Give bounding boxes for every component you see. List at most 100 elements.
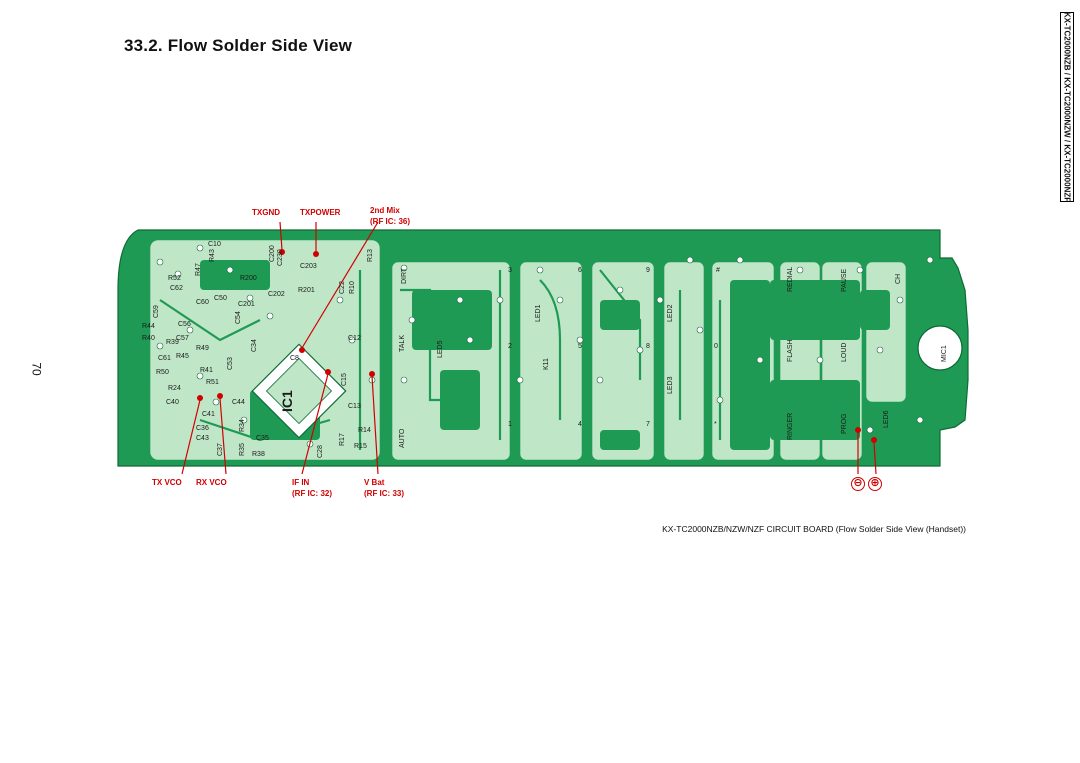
ref-c57: C57 bbox=[176, 335, 189, 342]
label-2nd-mix: 2nd Mix bbox=[370, 206, 400, 215]
ref-c59: C59 bbox=[153, 305, 160, 318]
ref-c62: C62 bbox=[170, 285, 183, 292]
ref-c15: C15 bbox=[341, 373, 348, 386]
ref-r45: R45 bbox=[176, 353, 189, 360]
ref-r201: R201 bbox=[298, 287, 315, 294]
ic1-label: IC1 bbox=[279, 390, 295, 412]
ref-c60: C60 bbox=[196, 299, 209, 306]
key-9: 9 bbox=[646, 267, 650, 274]
ref-r47: R47 bbox=[195, 263, 202, 276]
key-3: 3 bbox=[508, 267, 512, 274]
label-led5: LED5 bbox=[437, 340, 444, 358]
label-led3: LED3 bbox=[667, 376, 674, 394]
label-ringer: RINGER bbox=[787, 413, 794, 440]
ref-c40: C40 bbox=[166, 399, 179, 406]
label-led2: LED2 bbox=[667, 304, 674, 322]
label-pause: PAUSE bbox=[841, 268, 848, 292]
ref-c28: C28 bbox=[317, 445, 324, 458]
label-tx-vco: TX VCO bbox=[152, 478, 182, 487]
ref-c37: C37 bbox=[217, 443, 224, 456]
key-4: 4 bbox=[578, 421, 582, 428]
ref-c8: C8 bbox=[290, 355, 299, 362]
ref-r13: R13 bbox=[367, 249, 374, 262]
ref-c34: C34 bbox=[251, 339, 258, 352]
label-txpower: TXPOWER bbox=[300, 208, 341, 217]
label-mic1: MIC1 bbox=[941, 345, 948, 362]
ref-c41: C41 bbox=[202, 411, 215, 418]
ref-c35: C35 bbox=[256, 435, 269, 442]
ref-c201: C201 bbox=[238, 301, 255, 308]
key-1: 1 bbox=[508, 421, 512, 428]
ref-r51: R51 bbox=[206, 379, 219, 386]
ref-r41: R41 bbox=[200, 367, 213, 374]
label-if-in: IF IN bbox=[292, 478, 310, 487]
plus-terminal-icon: ⊕ bbox=[868, 477, 882, 491]
minus-terminal-icon: ⊖ bbox=[851, 477, 865, 491]
ref-c203: C203 bbox=[300, 263, 317, 270]
ref-c230: C230 bbox=[277, 249, 284, 266]
ref-c50: C50 bbox=[214, 295, 227, 302]
figure-caption: KX-TC2000NZB/NZW/NZF CIRCUIT BOARD (Flow… bbox=[662, 524, 966, 534]
ref-c53: C53 bbox=[227, 357, 234, 370]
ref-c202: C202 bbox=[268, 291, 285, 298]
ref-r52: R52 bbox=[168, 275, 181, 282]
label-v-bat: V Bat bbox=[364, 478, 385, 487]
ref-c54: C54 bbox=[235, 311, 242, 324]
ref-c56: C56 bbox=[178, 321, 191, 328]
ref-r38: R38 bbox=[252, 451, 265, 458]
ref-r40: R40 bbox=[142, 335, 155, 342]
label-rfic-32: (RF IC: 32) bbox=[292, 489, 332, 498]
label-k11: K11 bbox=[543, 358, 550, 370]
ic1-chip bbox=[251, 343, 347, 439]
mic1-outline bbox=[917, 325, 963, 371]
key-0: 0 bbox=[714, 343, 718, 350]
ref-c12: C12 bbox=[348, 335, 361, 342]
label-led1: LED1 bbox=[535, 304, 542, 322]
model-header: KX-TC2000NZB / KX-TC2000NZW / KX-TC2000N… bbox=[1060, 12, 1074, 202]
label-rfic-36: (RF IC: 36) bbox=[370, 217, 410, 226]
key-8: 8 bbox=[646, 343, 650, 350]
key-6: 6 bbox=[578, 267, 582, 274]
test-point-markers bbox=[197, 249, 877, 443]
ref-c10: C10 bbox=[208, 241, 221, 248]
ground-planes bbox=[200, 260, 890, 450]
label-txgnd: TXGND bbox=[252, 208, 280, 217]
label-talk: TALK bbox=[399, 335, 406, 352]
ref-r17: R17 bbox=[339, 433, 346, 446]
label-loud: LOUD bbox=[841, 343, 848, 362]
ref-c13: C13 bbox=[348, 403, 361, 410]
ref-c22: C22 bbox=[339, 281, 346, 294]
ref-c61: C61 bbox=[158, 355, 171, 362]
label-prog: PROG bbox=[841, 413, 848, 434]
label-led6: LED6 bbox=[883, 410, 890, 428]
ref-r35: R35 bbox=[239, 443, 246, 456]
ref-c200: C200 bbox=[269, 245, 276, 262]
ref-r200: R200 bbox=[240, 275, 257, 282]
ref-r15: R15 bbox=[354, 443, 367, 450]
label-ch: CH bbox=[895, 274, 902, 284]
key-hash: # bbox=[716, 267, 720, 274]
label-redial: REDIAL bbox=[787, 267, 794, 292]
ref-r10: R10 bbox=[349, 281, 356, 294]
key-star: * bbox=[714, 421, 717, 428]
ref-c44: C44 bbox=[232, 399, 245, 406]
ref-r44: R44 bbox=[142, 323, 155, 330]
label-auto: AUTO bbox=[399, 428, 406, 448]
ref-r34: R34 bbox=[239, 419, 246, 432]
ref-r43: R43 bbox=[209, 249, 216, 262]
ref-r24: R24 bbox=[168, 385, 181, 392]
test-point-leaders bbox=[181, 221, 877, 475]
label-rfic-33: (RF IC: 33) bbox=[364, 489, 404, 498]
page-title: 33.2. Flow Solder Side View bbox=[124, 36, 353, 55]
ref-c43: C43 bbox=[196, 435, 209, 442]
label-rx-vco: RX VCO bbox=[196, 478, 227, 487]
ref-r49: R49 bbox=[196, 345, 209, 352]
ref-c36: C36 bbox=[196, 425, 209, 432]
label-flash: FLASH bbox=[787, 339, 794, 362]
key-7: 7 bbox=[646, 421, 650, 428]
ref-r50: R50 bbox=[156, 369, 169, 376]
ref-r39: R39 bbox=[166, 339, 179, 346]
key-2: 2 bbox=[508, 343, 512, 350]
key-5: 5 bbox=[578, 343, 582, 350]
